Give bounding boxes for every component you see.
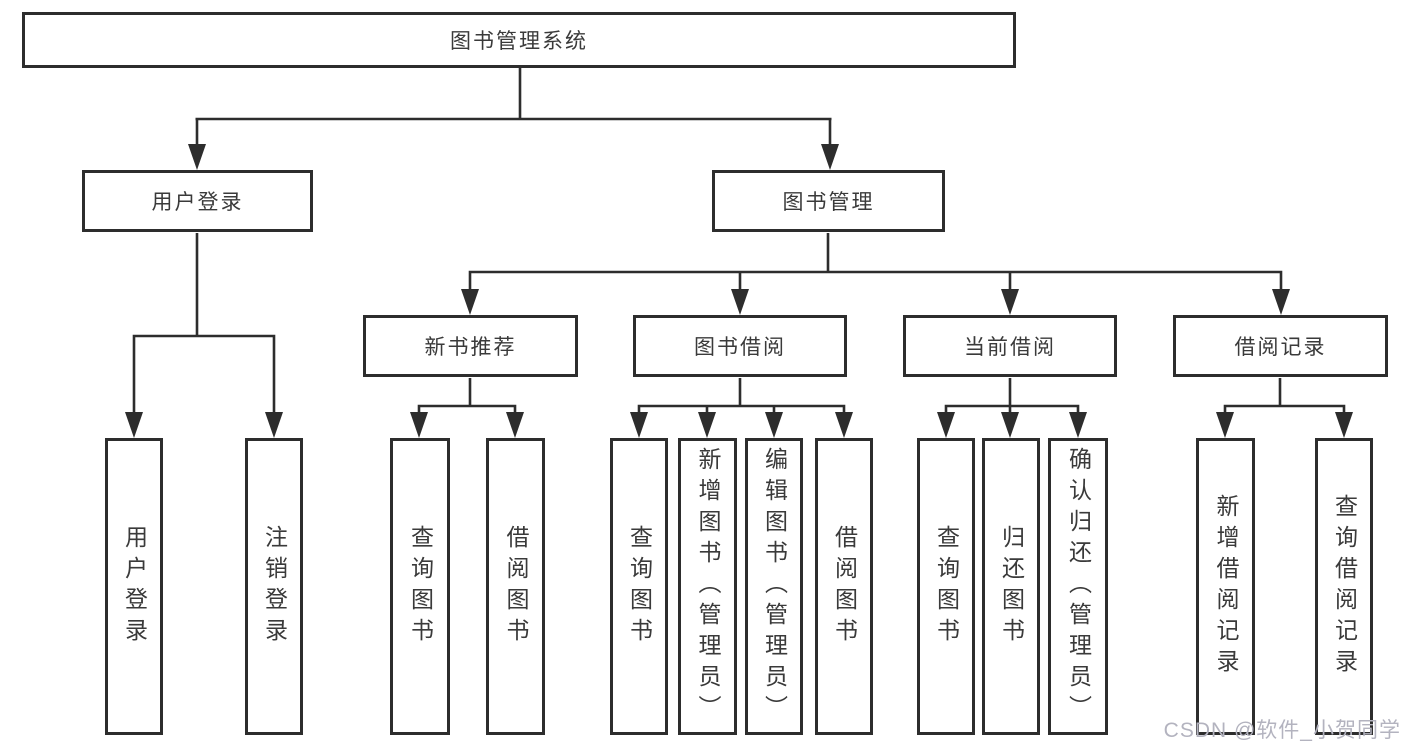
node-book-borrowing: 图书借阅 — [633, 315, 847, 377]
leaf-label: 查询借阅记录 — [1331, 493, 1358, 680]
leaf-borrow-book: 借阅图书 — [815, 438, 873, 735]
leaf-label: 新增借阅记录 — [1213, 493, 1239, 680]
leaf-query-book: 查询图书 — [390, 438, 450, 735]
csdn-watermark: CSDN @软件_小贺同学 — [1163, 719, 1401, 742]
node-user-login: 用户登录 — [82, 170, 313, 232]
leaf-confirm-return-admin: 确认归还（管理员） — [1048, 438, 1108, 735]
leaf-user-login: 用户登录 — [105, 438, 163, 735]
leaf-logout: 注销登录 — [245, 438, 303, 735]
leaf-label: 编辑图书（管理员） — [761, 447, 788, 726]
leaf-label: 借阅图书 — [831, 524, 858, 649]
leaf-label: 借阅图书 — [503, 524, 529, 649]
leaf-label: 查询图书 — [407, 524, 434, 649]
leaf-query-borrow-record: 查询借阅记录 — [1315, 438, 1373, 735]
leaf-borrow-book: 借阅图书 — [486, 438, 545, 735]
node-library-management-system: 图书管理系统 — [22, 12, 1016, 68]
leaf-label: 新增图书（管理员） — [695, 447, 721, 726]
leaf-label: 查询图书 — [933, 524, 960, 649]
node-new-book-recommendation: 新书推荐 — [363, 315, 578, 377]
leaf-label: 注销登录 — [261, 524, 288, 649]
leaf-query-book: 查询图书 — [610, 438, 668, 735]
leaf-label: 归还图书 — [998, 524, 1025, 649]
leaf-query-book: 查询图书 — [917, 438, 975, 735]
leaf-add-borrow-record: 新增借阅记录 — [1196, 438, 1255, 735]
node-borrowing-records: 借阅记录 — [1173, 315, 1388, 377]
node-current-borrowing: 当前借阅 — [903, 315, 1117, 377]
leaf-edit-book-admin: 编辑图书（管理员） — [745, 438, 803, 735]
leaf-label: 确认归还（管理员） — [1065, 447, 1092, 726]
leaf-add-book-admin: 新增图书（管理员） — [678, 438, 737, 735]
node-book-management: 图书管理 — [712, 170, 945, 232]
leaf-label: 用户登录 — [121, 524, 148, 649]
leaf-label: 查询图书 — [626, 524, 653, 649]
leaf-return-book: 归还图书 — [982, 438, 1040, 735]
